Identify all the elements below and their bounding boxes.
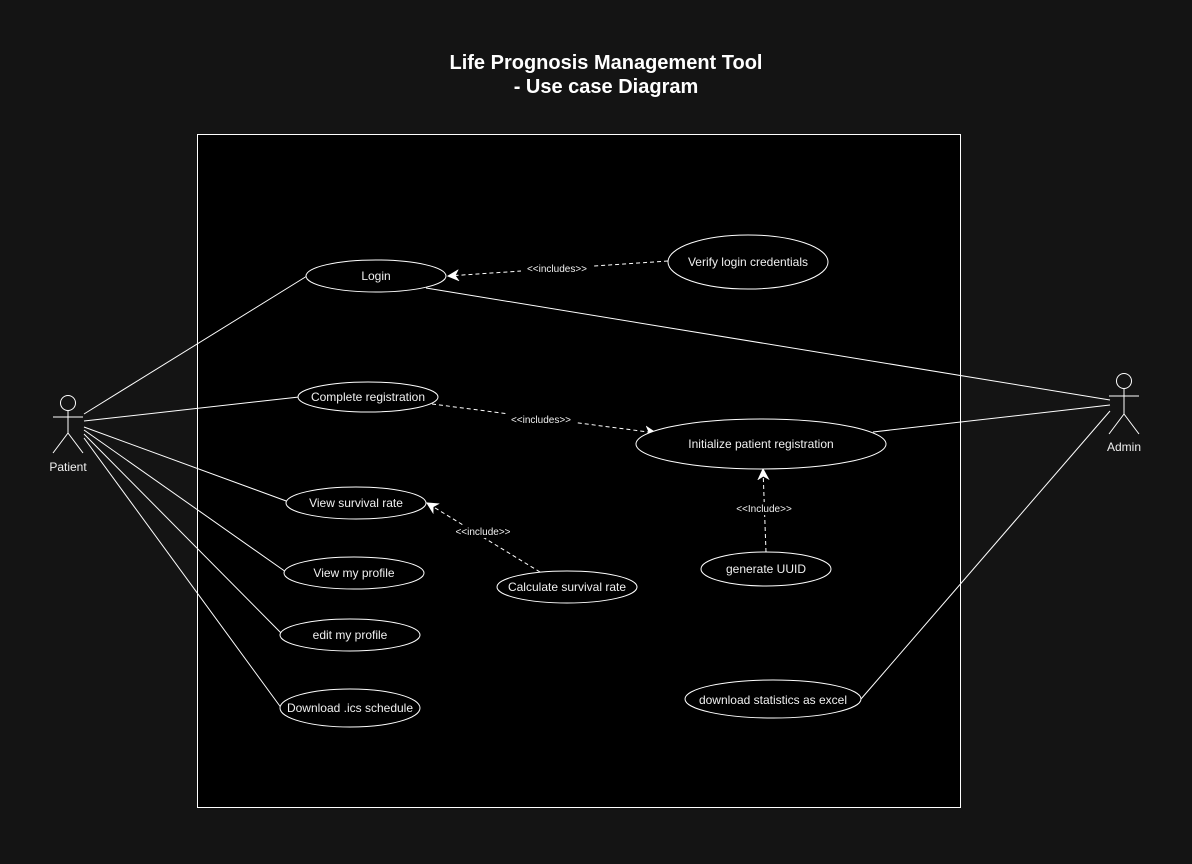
use-case-initialize-registration-label: Initialize patient registration — [688, 437, 833, 451]
use-case-view-survival-rate-label: View survival rate — [309, 496, 403, 510]
use-case-generate-uuid[interactable]: generate UUID — [700, 551, 832, 587]
use-case-download-ics[interactable]: Download .ics schedule — [279, 688, 421, 728]
actor-admin-head-icon — [1116, 373, 1132, 389]
use-case-view-survival-rate[interactable]: View survival rate — [285, 486, 427, 520]
use-case-generate-uuid-label: generate UUID — [726, 562, 806, 576]
assoc-patient-edit-profile — [83, 433, 284, 636]
assoc-admin-download-stats — [860, 410, 1111, 700]
use-case-edit-profile-label: edit my profile — [313, 628, 388, 642]
label-login-includes: <<includes>> — [527, 264, 587, 275]
label-survival-include: <<include>> — [455, 527, 510, 538]
use-case-download-stats-label: download statistics as excel — [699, 693, 847, 707]
label-uuid-include: <<Include>> — [736, 504, 792, 515]
assoc-patient-view-survival-rate — [83, 426, 290, 503]
assoc-patient-login — [83, 275, 308, 415]
actor-patient-label: Patient — [49, 460, 87, 474]
use-case-login-label: Login — [361, 269, 390, 283]
assoc-patient-complete-registration — [83, 396, 300, 422]
use-case-login[interactable]: Login — [305, 259, 447, 293]
patient-associations — [83, 275, 308, 710]
use-case-complete-registration[interactable]: Complete registration — [297, 381, 439, 413]
use-case-verify-login-label: Verify login credentials — [688, 255, 808, 269]
use-case-view-profile[interactable]: View my profile — [283, 556, 425, 590]
assoc-patient-view-profile — [83, 429, 287, 573]
diagram-title-line1: Life Prognosis Management Tool — [449, 52, 763, 74]
use-case-calculate-survival-rate[interactable]: Calculate survival rate — [496, 570, 638, 604]
actor-admin[interactable] — [1108, 373, 1140, 435]
label-registration-includes: <<includes>> — [511, 415, 571, 426]
use-case-edit-profile[interactable]: edit my profile — [279, 618, 421, 652]
admin-associations — [425, 287, 1111, 700]
include-verify-to-login — [448, 260, 669, 276]
actor-patient-head-icon — [60, 395, 76, 411]
assoc-patient-download-ics — [83, 437, 283, 710]
use-case-download-stats[interactable]: download statistics as excel — [684, 679, 862, 719]
assoc-admin-login — [425, 287, 1111, 401]
use-case-calculate-survival-rate-label: Calculate survival rate — [508, 580, 626, 594]
actor-admin-label: Admin — [1107, 440, 1141, 454]
diagram-title-line2: - Use case Diagram — [513, 76, 699, 98]
use-case-verify-login[interactable]: Verify login credentials — [667, 234, 829, 290]
relationship-labels: <<includes>> <<includes>> <<include>> <<… — [451, 262, 799, 538]
actor-patient[interactable] — [52, 395, 84, 454]
use-case-initialize-registration[interactable]: Initialize patient registration — [635, 418, 887, 470]
use-case-complete-registration-label: Complete registration — [311, 390, 425, 404]
use-case-download-ics-label: Download .ics schedule — [287, 701, 413, 715]
assoc-admin-initialize-registration — [872, 404, 1111, 433]
use-case-view-profile-label: View my profile — [313, 566, 394, 580]
